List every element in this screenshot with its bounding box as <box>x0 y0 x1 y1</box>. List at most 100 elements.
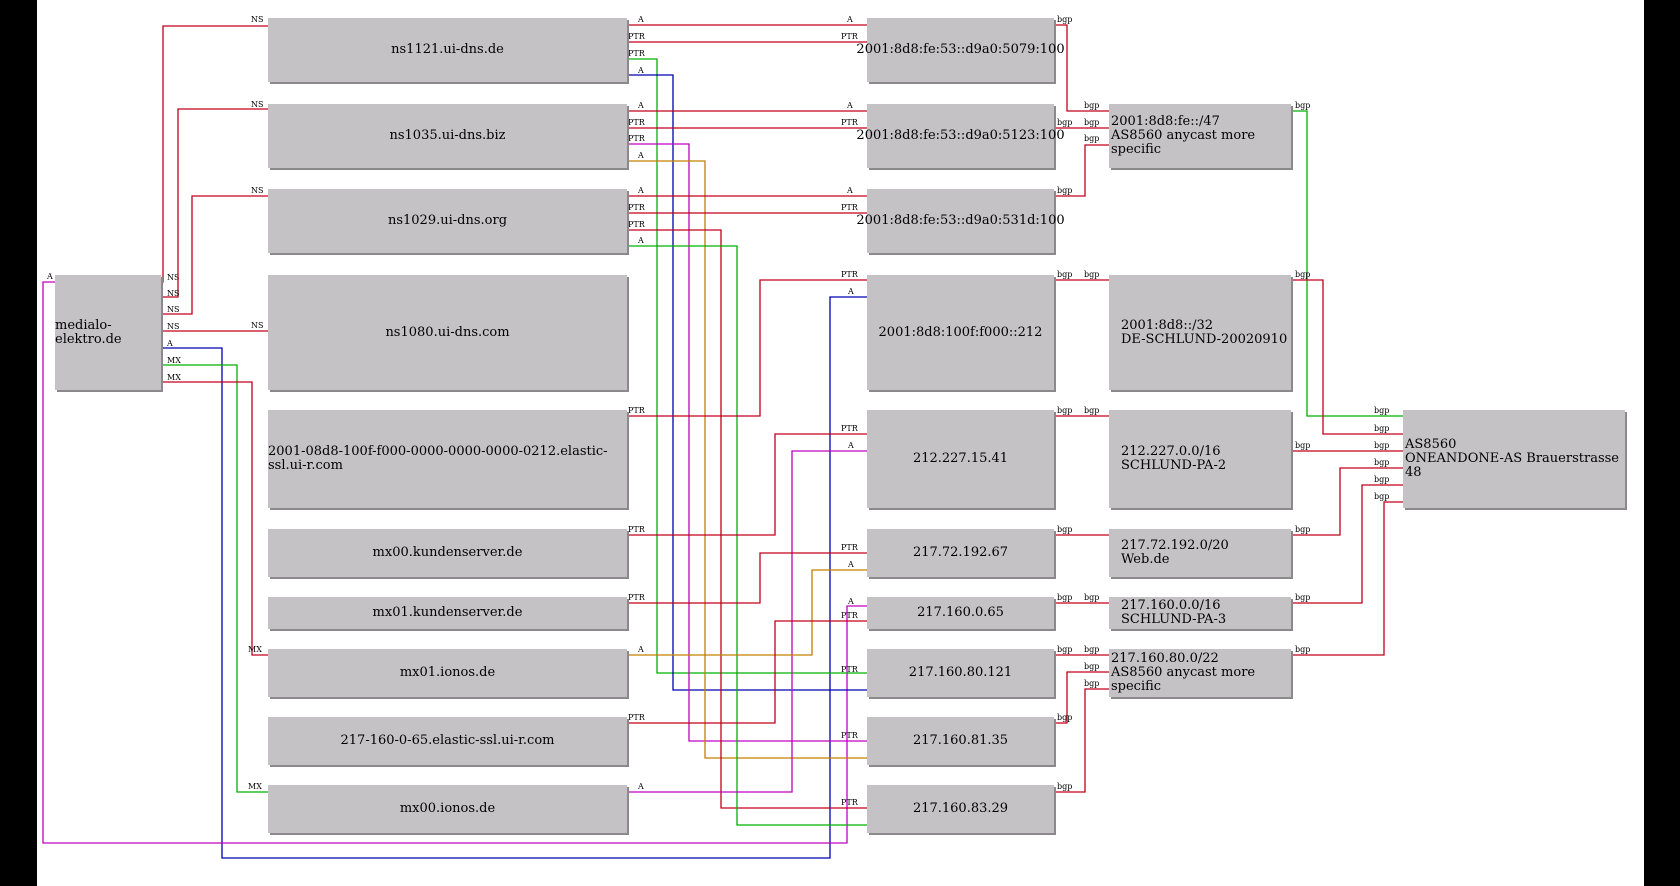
node-elastic-v4[interactable]: 217-160-0-65.elastic-ssl.ui-r.com <box>268 717 627 765</box>
edge-label: bgp <box>1374 458 1389 467</box>
node-prefix-212-227[interactable]: 212.227.0.0/16 SCHLUND-PA-2 <box>1109 410 1291 508</box>
edge-label: bgp <box>1084 101 1099 110</box>
edge-label: A <box>637 15 644 24</box>
node-ip-217-160-80-121[interactable]: 217.160.80.121 <box>867 649 1054 697</box>
edge-15 <box>627 160 867 759</box>
node-label: 2001:8d8:fe:53::d9a0:5123:100 <box>856 128 1065 143</box>
node-elastic-v6[interactable]: 2001-08d8-100f-f000-0000-0000-0000-0212.… <box>268 410 627 508</box>
edge-14 <box>627 143 867 742</box>
edge-label: A <box>637 236 644 245</box>
edge-label: bgp <box>1374 406 1389 415</box>
edge-label: bgp <box>1084 662 1099 671</box>
node-ns1029[interactable]: ns1029.ui-dns.org <box>268 189 627 253</box>
edge-label: bgp <box>1295 441 1310 450</box>
edge-34 <box>1054 671 1109 724</box>
edge-label: PTR <box>841 270 859 279</box>
edge-label: A <box>847 597 854 606</box>
edge-label: PTR <box>841 543 859 552</box>
node-label: AS8560 ONEANDONE-AS Brauerstrasse 48 <box>1405 437 1619 480</box>
edge-label: NS <box>251 321 263 330</box>
node-ip-5079[interactable]: 2001:8d8:fe:53::d9a0:5079:100 <box>856 18 1065 82</box>
node-ns1035[interactable]: ns1035.ui-dns.biz <box>268 104 627 168</box>
node-mx00-kundenserver[interactable]: mx00.kundenserver.de <box>268 529 627 577</box>
edge-label: A <box>637 186 644 195</box>
node-ip-217-72-192-67[interactable]: 217.72.192.67 <box>867 529 1054 577</box>
edge-label: bgp <box>1057 15 1072 24</box>
node-mx01-ionos[interactable]: mx01.ionos.de <box>268 649 627 697</box>
edge-label: bgp <box>1084 134 1099 143</box>
edge-label: bgp <box>1057 782 1072 791</box>
edge-label: bgp <box>1057 406 1072 415</box>
edge-label: PTR <box>841 665 859 674</box>
edge-1 <box>161 108 268 298</box>
edge-label: PTR <box>628 118 646 127</box>
edge-label: bgp <box>1084 406 1099 415</box>
edge-2 <box>161 195 268 315</box>
edge-39 <box>1291 467 1403 536</box>
node-label: mx00.kundenserver.de <box>372 545 523 560</box>
edge-label: A <box>847 441 854 450</box>
edge-label: bgp <box>1057 593 1072 602</box>
edge-7 <box>161 381 268 656</box>
node-label: ns1029.ui-dns.org <box>387 213 508 228</box>
node-label: 217.160.80.121 <box>908 665 1013 680</box>
node-label: 217.160.81.35 <box>912 733 1009 748</box>
node-label: 217.160.0.0/16 SCHLUND-PA-3 <box>1121 598 1227 627</box>
edge-label: bgp <box>1084 645 1099 654</box>
node-ip-531d[interactable]: 2001:8d8:fe:53::d9a0:531d:100 <box>856 189 1065 253</box>
edge-21 <box>627 433 867 536</box>
edge-24 <box>627 569 867 656</box>
node-prefix-217-160-80[interactable]: 217.160.80.0/22 AS8560 anycast more spec… <box>1109 649 1291 697</box>
edge-label: NS <box>167 322 179 331</box>
edge-label: bgp <box>1295 525 1310 534</box>
node-label: mx00.ionos.de <box>399 801 496 816</box>
node-label: 2001-08d8-100f-f000-0000-0000-0000-0212.… <box>268 444 608 473</box>
node-label: 2001:8d8::/32 DE-SCHLUND-20020910 <box>1121 317 1288 347</box>
node-ip-5123[interactable]: 2001:8d8:fe:53::d9a0:5123:100 <box>856 104 1065 168</box>
node-ns1121[interactable]: ns1121.ui-dns.de <box>268 18 627 82</box>
node-ip-212[interactable]: 2001:8d8:100f:f000::212 <box>867 275 1054 390</box>
node-ip-217-160-81-35[interactable]: 217.160.81.35 <box>867 717 1054 765</box>
node-ip-217-160-0-65[interactable]: 217.160.0.65 <box>867 597 1054 629</box>
edge-label: A <box>637 782 644 791</box>
node-label: 2001:8d8:fe:53::d9a0:5079:100 <box>856 42 1065 57</box>
edge-25 <box>627 620 867 724</box>
edge-10 <box>627 58 867 674</box>
edge-label: PTR <box>841 424 859 433</box>
edge-11 <box>627 74 867 691</box>
node-as8560[interactable]: AS8560 ONEANDONE-AS Brauerstrasse 48 <box>1403 410 1625 508</box>
edge-6 <box>161 364 268 793</box>
edge-label: bgp <box>1084 118 1099 127</box>
node-ip-212-227-15-41[interactable]: 212.227.15.41 <box>867 410 1054 508</box>
edge-label: A <box>846 15 853 24</box>
edge-label: bgp <box>1374 424 1389 433</box>
edge-label: bgp <box>1295 270 1310 279</box>
edge-20 <box>627 279 867 417</box>
node-ip-217-160-83-29[interactable]: 217.160.83.29 <box>867 785 1054 833</box>
edge-28 <box>1054 144 1109 197</box>
node-label: 212.227.15.41 <box>912 451 1009 466</box>
edge-label: MX <box>167 373 181 382</box>
node-prefix-217-72[interactable]: 217.72.192.0/20 Web.de <box>1109 529 1291 577</box>
node-ns1080[interactable]: ns1080.ui-dns.com <box>268 275 627 390</box>
edge-label: PTR <box>628 593 646 602</box>
node-mx00-ionos[interactable]: mx00.ionos.de <box>268 785 627 833</box>
node-prefix-2001-8d8-32[interactable]: 2001:8d8::/32 DE-SCHLUND-20020910 <box>1109 275 1291 390</box>
edge-label: MX <box>248 782 262 791</box>
edge-label: NS <box>251 15 263 24</box>
node-prefix-217-160[interactable]: 217.160.0.0/16 SCHLUND-PA-3 <box>1109 597 1291 629</box>
edge-label: MX <box>167 356 181 365</box>
node-prefix-2001-8d8-fe-47[interactable]: 2001:8d8:fe::/47 AS8560 anycast more spe… <box>1109 104 1291 168</box>
node-label: 212.227.0.0/16 SCHLUND-PA-2 <box>1121 444 1227 473</box>
edge-label: NS <box>251 186 263 195</box>
node-label: 217.160.80.0/22 AS8560 anycast more spec… <box>1111 651 1256 694</box>
edge-label: bgp <box>1057 186 1072 195</box>
node-domain[interactable]: medialo-elektro.de <box>55 275 161 390</box>
edge-23 <box>627 552 867 604</box>
edge-label: NS <box>167 305 179 314</box>
edge-label: PTR <box>628 525 646 534</box>
edge-label: PTR <box>628 134 646 143</box>
node-mx01-kundenserver[interactable]: mx01.kundenserver.de <box>268 597 627 629</box>
edge-label: bgp <box>1057 713 1072 722</box>
node-label: ns1121.ui-dns.de <box>391 42 504 57</box>
